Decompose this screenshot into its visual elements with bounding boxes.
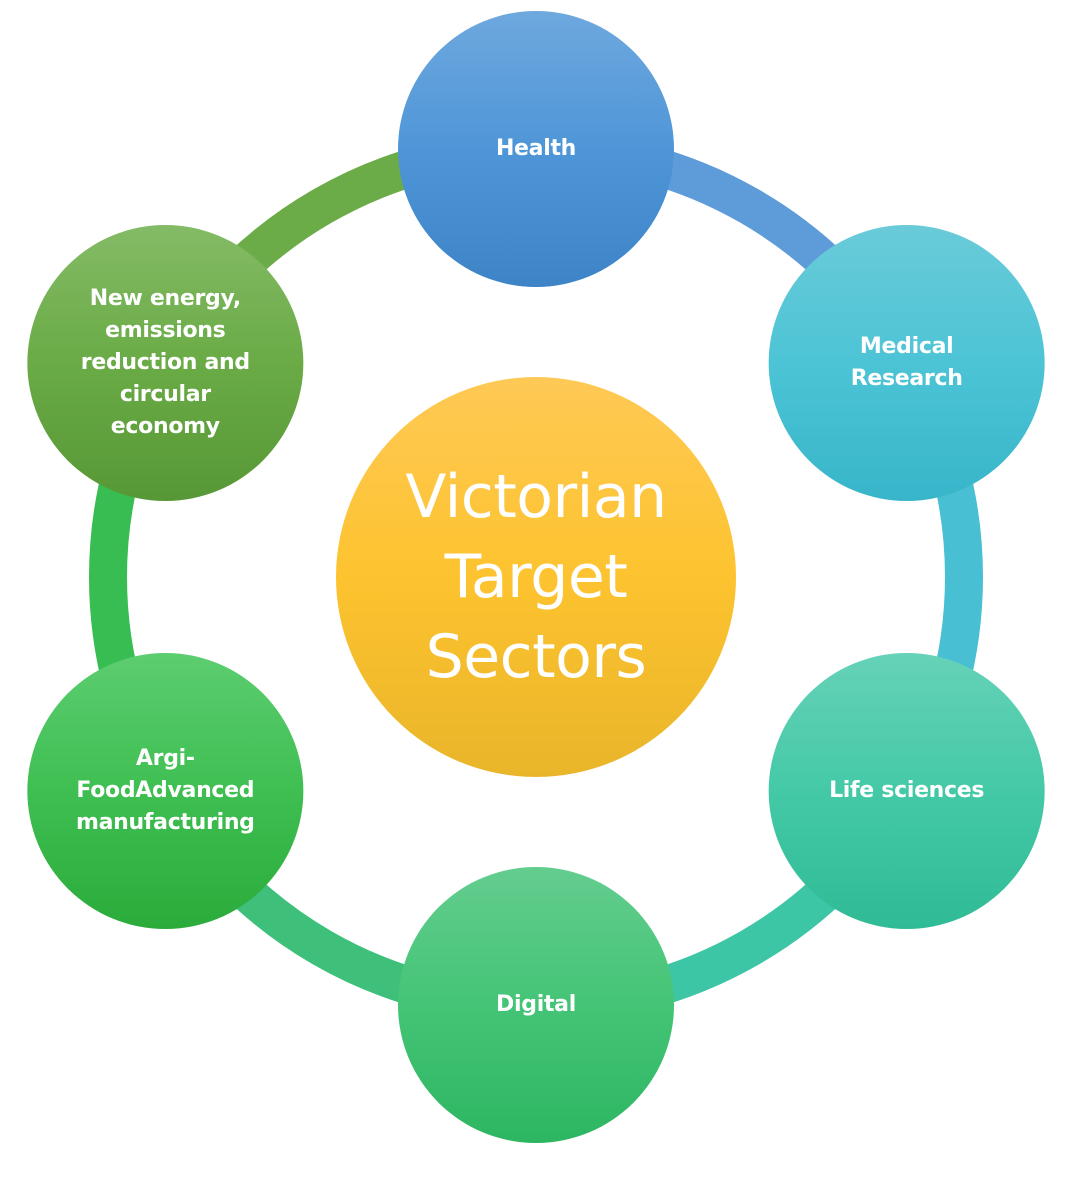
node-circle-medical-research: [768, 225, 1045, 501]
node-circle-argi-food: [27, 653, 304, 929]
node-label-health: Health: [495, 136, 577, 161]
center-circle: [336, 377, 736, 777]
node-circle-digital: [398, 867, 674, 1143]
node-label-digital: Digital: [496, 992, 576, 1017]
center-label: Victorian Target Sectors: [405, 462, 667, 692]
node-label-argi-food: Argi- FoodAdvanced manufacturing: [76, 746, 255, 835]
node-label-life-sciences: Life sciences: [829, 778, 985, 803]
node-circle-new-energy: [27, 225, 304, 501]
node-label-new-energy: New energy, emissions reduction and circ…: [80, 286, 250, 439]
node-circle-life-sciences: [768, 653, 1045, 929]
circle-layer: [27, 11, 1045, 1143]
node-circle-health: [398, 11, 674, 287]
node-label-medical-research: Medical Research: [850, 334, 963, 391]
